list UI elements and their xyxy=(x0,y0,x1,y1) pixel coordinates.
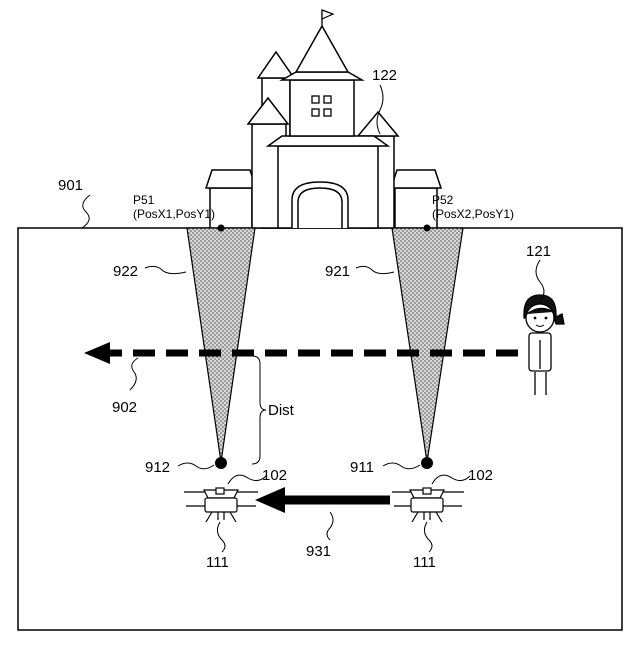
dist-bracket xyxy=(252,356,266,464)
cone-right-921 xyxy=(392,228,463,462)
label-move-arrow: 931 xyxy=(306,543,331,560)
label-person: 121 xyxy=(526,243,551,260)
label-drone-unit-right: 111 xyxy=(413,554,436,571)
point-p51 xyxy=(218,225,225,232)
area-rectangle xyxy=(18,228,622,630)
label-p52-name: P52 xyxy=(432,193,454,207)
label-building: 122 xyxy=(372,67,397,84)
label-area: 901 xyxy=(58,177,83,194)
label-cone-right: 921 xyxy=(325,263,350,280)
person-figure xyxy=(524,295,564,395)
move-arrow-931 xyxy=(255,487,390,513)
label-drone-unit-left: 111 xyxy=(206,554,229,571)
label-route: 902 xyxy=(112,399,137,416)
drone-right xyxy=(392,488,464,522)
label-point-left: 912 xyxy=(145,459,170,476)
label-cone-left: 922 xyxy=(113,263,138,280)
label-point-right: 911 xyxy=(350,459,374,476)
point-912 xyxy=(215,457,227,469)
cone-left-922 xyxy=(187,228,255,462)
flag-icon xyxy=(322,10,333,26)
label-p52-coords: (PosX2,PosY1) xyxy=(432,207,514,221)
castle-building xyxy=(206,26,441,228)
label-p51-coords: (PosX1,PosY1) xyxy=(133,207,215,221)
label-drone-right: 102 xyxy=(468,467,493,484)
route-arrow-902 xyxy=(84,342,518,364)
point-911 xyxy=(421,457,433,469)
label-drone-left: 102 xyxy=(262,467,287,484)
point-p52 xyxy=(424,225,431,232)
drone-left xyxy=(184,488,258,522)
label-dist: Dist xyxy=(268,402,295,419)
label-p51-name: P51 xyxy=(133,193,155,207)
